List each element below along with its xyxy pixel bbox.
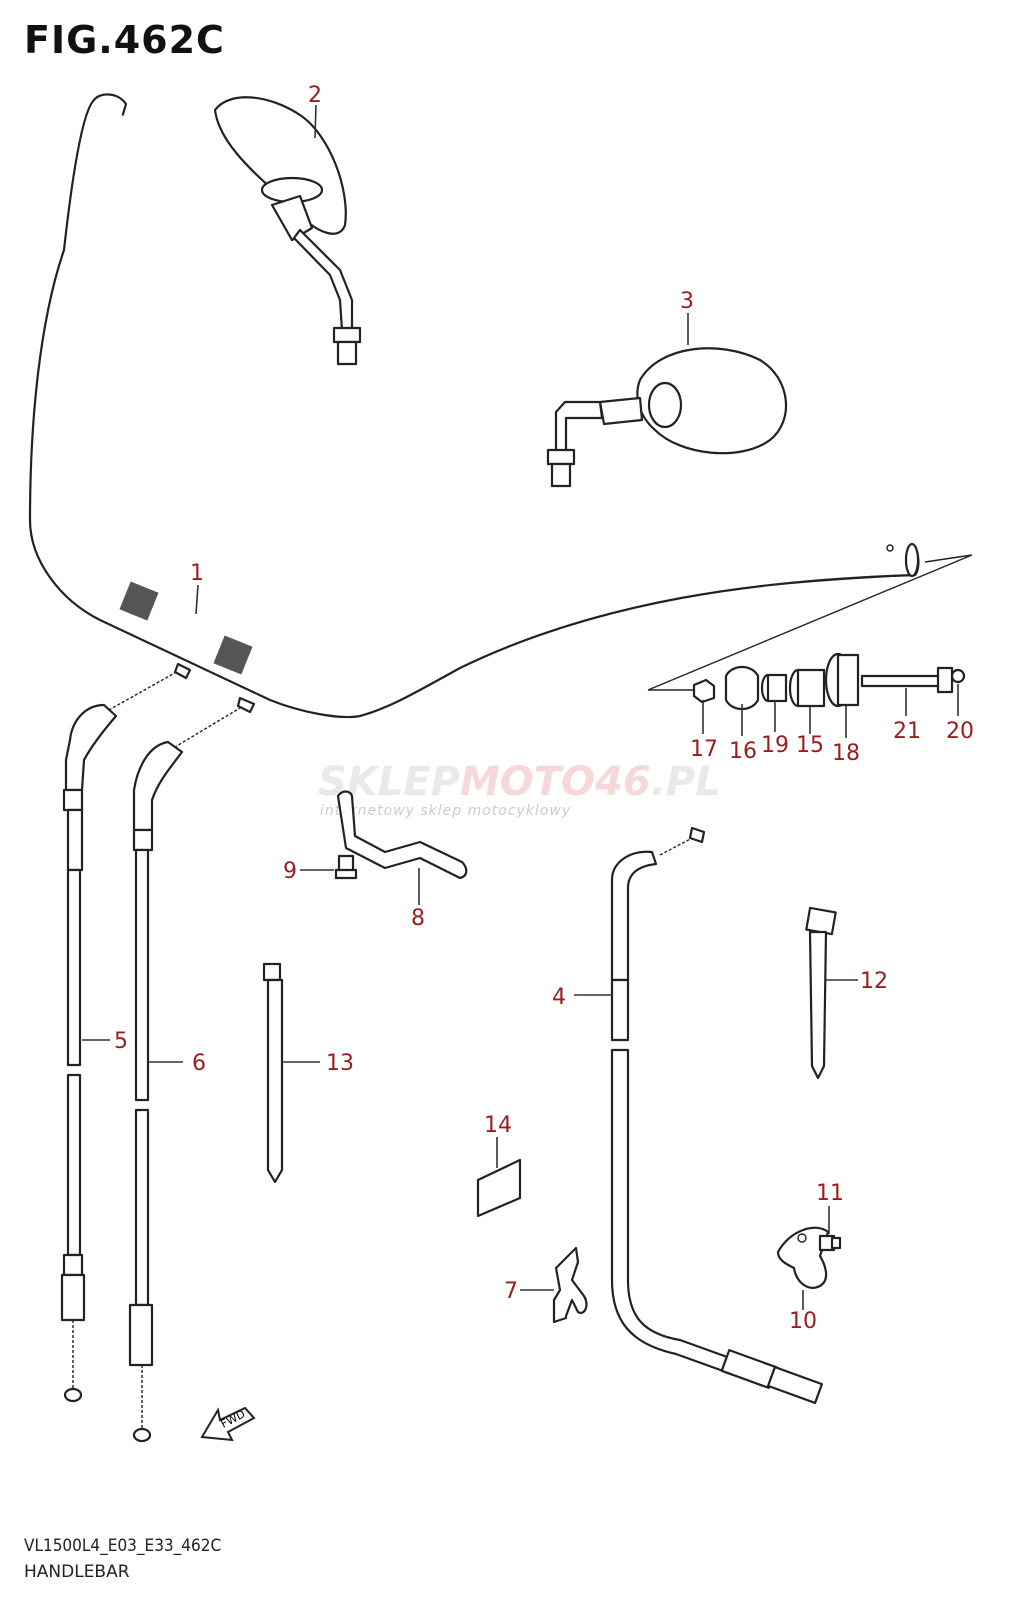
callout-15: 15 — [796, 733, 824, 758]
mirror-part-3 — [546, 313, 788, 488]
watermark-brand-3: .PL — [651, 759, 721, 805]
clamp-part-10 — [776, 1206, 842, 1310]
callout-8: 8 — [411, 906, 425, 931]
watermark-tagline: internetowy sklep motocyklowy — [320, 803, 571, 819]
callout-17: 17 — [690, 737, 718, 762]
callout-2: 2 — [308, 83, 322, 108]
label-part-14 — [476, 1137, 522, 1218]
watermark: SKLEPMOTO46.PL internetowy sklep motocyk… — [318, 759, 721, 819]
callout-12: 12 — [860, 969, 888, 994]
handlebar-part-1 — [28, 93, 973, 719]
tie-strap-part-13 — [262, 962, 320, 1184]
bracket-part-8 — [300, 790, 468, 905]
callout-labels: 1 2 3 4 5 6 7 8 9 10 11 12 13 14 15 16 1… — [114, 83, 974, 1334]
fwd-arrow: FWD — [200, 1406, 256, 1442]
clip-part-7 — [520, 1246, 588, 1324]
callout-3: 3 — [680, 289, 694, 314]
callout-21: 21 — [893, 719, 921, 744]
watermark-brand-2: MOTO46 — [460, 759, 651, 805]
tie-strap-part-12 — [805, 906, 858, 1080]
throttle-cable-part-5 — [60, 662, 192, 1403]
figure-code: VL1500L4_E03_E33_462C — [24, 1536, 222, 1556]
callout-7: 7 — [504, 1279, 518, 1304]
callout-11: 11 — [816, 1181, 844, 1206]
callout-10: 10 — [789, 1309, 817, 1334]
callout-19: 19 — [761, 733, 789, 758]
callout-18: 18 — [832, 741, 860, 766]
callout-14: 14 — [484, 1113, 512, 1138]
figure-title: FIG.462C — [24, 18, 225, 62]
svg-text:SKLEPMOTO46.PL: SKLEPMOTO46.PL — [318, 759, 721, 805]
bar-end-hardware — [692, 652, 966, 738]
throttle-cable-part-6 — [128, 696, 256, 1443]
clutch-cable-part-4 — [574, 826, 824, 1405]
mirror-part-2 — [213, 96, 362, 366]
knurl-band — [119, 581, 253, 675]
callout-6: 6 — [192, 1051, 206, 1076]
callout-20: 20 — [946, 719, 974, 744]
callout-1: 1 — [190, 561, 204, 586]
callout-4: 4 — [552, 985, 566, 1010]
callout-13: 13 — [326, 1051, 354, 1076]
callout-9: 9 — [283, 859, 297, 884]
figure-name: HANDLEBAR — [24, 1562, 130, 1582]
callout-16: 16 — [729, 739, 757, 764]
callout-5: 5 — [114, 1029, 128, 1054]
